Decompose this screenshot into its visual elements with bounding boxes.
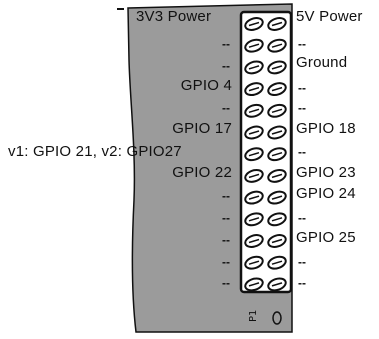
pin-hole-19 [248, 217, 260, 222]
placeholder-left: -- [222, 211, 230, 225]
board-marking-text: P1 [248, 310, 259, 322]
pin-hole-5 [248, 65, 260, 70]
pin-hole-18 [271, 195, 283, 200]
placeholder-right: -- [298, 276, 306, 290]
pin-hole-17 [248, 195, 260, 200]
pin-grid [244, 17, 287, 292]
label-gpio-17: GPIO 17 [172, 120, 232, 137]
placeholder-left: -- [222, 255, 230, 269]
pin-hole-10 [271, 108, 283, 114]
pin-hole-21 [248, 238, 260, 244]
placeholder-left: -- [222, 276, 230, 290]
pin-hole-1 [248, 21, 260, 27]
title-3v3-power: 3V3 Power [136, 8, 212, 25]
board-marking: P1 [248, 310, 259, 322]
placeholder-left: -- [222, 37, 230, 51]
pin-hole-8 [271, 86, 283, 92]
pin-hole-16 [271, 173, 283, 179]
pin-hole-4 [271, 43, 283, 48]
label-gpio-25: GPIO 25 [296, 229, 356, 246]
label-gpio-24: GPIO 24 [296, 185, 356, 202]
pin-hole-3 [248, 43, 260, 48]
placeholder-left: -- [222, 189, 230, 203]
label-ground: Ground [296, 54, 348, 71]
pin-hole-2 [271, 21, 283, 27]
pin-hole-14 [271, 151, 283, 157]
pin-hole-13 [248, 151, 260, 157]
pin-hole-6 [271, 65, 283, 70]
title-5v-power: 5V Power [296, 8, 363, 25]
pin-hole-15 [248, 173, 260, 179]
placeholder-right: -- [298, 255, 306, 269]
pin-hole-20 [271, 217, 283, 222]
placeholder-right: -- [298, 101, 306, 115]
pin-hole-12 [271, 130, 283, 135]
pin-hole-11 [248, 130, 260, 135]
pin-hole-7 [248, 86, 260, 92]
placeholder-right: -- [298, 37, 306, 51]
label-gpio-4: GPIO 4 [180, 77, 232, 94]
label-gpio-23: GPIO 23 [296, 164, 356, 181]
placeholder-left: -- [222, 233, 230, 247]
pin-hole-25 [248, 282, 260, 287]
placeholder-left: -- [222, 59, 230, 73]
pin-hole-26 [271, 282, 283, 287]
marking-circle-icon [272, 311, 282, 325]
placeholder-left: -- [222, 101, 230, 115]
label-gpio-22: GPIO 22 [172, 164, 232, 181]
pin-hole-9 [248, 108, 260, 114]
placeholder-right: -- [298, 211, 306, 225]
placeholder-right: -- [298, 81, 306, 95]
label-gpio-18: GPIO 18 [296, 120, 356, 137]
placeholder-right: -- [298, 145, 306, 159]
pin-hole-23 [248, 260, 260, 265]
pin-hole-22 [271, 238, 283, 244]
label-gpio-21-27: v1: GPIO 21, v2: GPIO27 [8, 143, 182, 160]
pin-hole-24 [271, 260, 283, 265]
